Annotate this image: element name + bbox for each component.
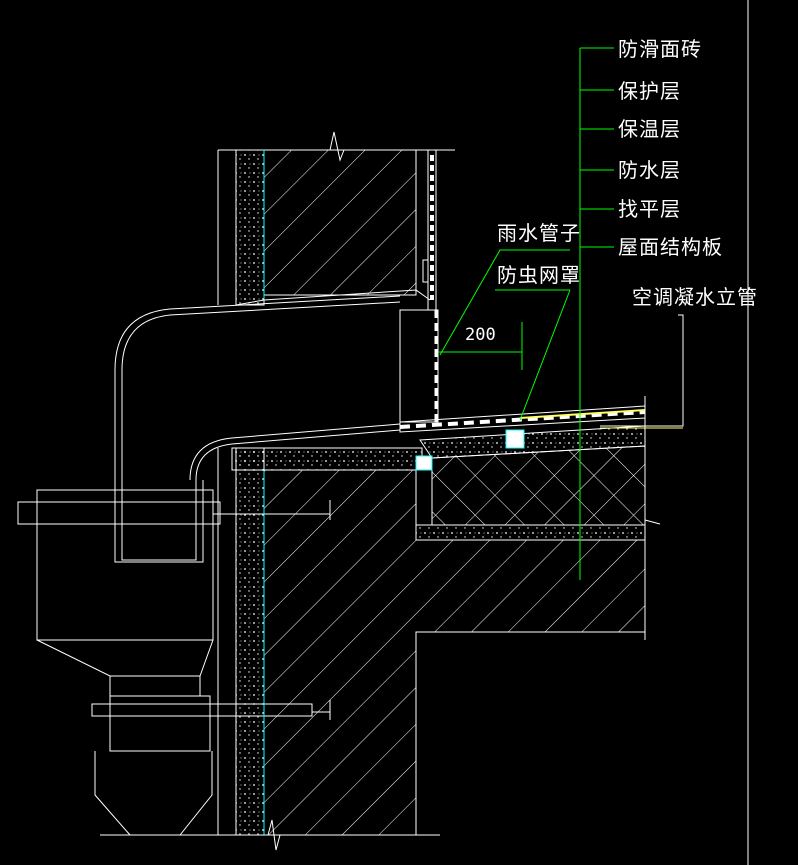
label-downpipe: 雨水管子 — [497, 221, 581, 245]
roof-layers — [399, 396, 646, 520]
label-insect-screen: 防虫网罩 — [497, 263, 581, 287]
dimension-200 — [438, 322, 523, 370]
label-waterproof-layer: 防水层 — [618, 158, 681, 182]
label-leveling-layer: 找平层 — [618, 197, 681, 221]
insulation-layer — [431, 445, 646, 526]
insect-screen-square — [505, 429, 525, 449]
leader-lines — [439, 47, 614, 580]
lower-wall — [217, 447, 661, 851]
ac-pipe-line — [600, 314, 684, 427]
label-anti-slip-tile: 防滑面砖 — [618, 37, 702, 61]
label-protective-layer: 保护层 — [618, 79, 681, 103]
label-ac-condensate-pipe: 空调凝水立管 — [632, 285, 758, 309]
gutter-outlet-square — [415, 455, 433, 471]
rain-pipe — [114, 295, 439, 563]
label-insulation-layer: 保温层 — [618, 117, 681, 141]
dimension-text: 200 — [465, 325, 496, 345]
label-roof-structural-slab: 屋面结构板 — [618, 235, 723, 259]
upper-wall — [217, 131, 455, 311]
